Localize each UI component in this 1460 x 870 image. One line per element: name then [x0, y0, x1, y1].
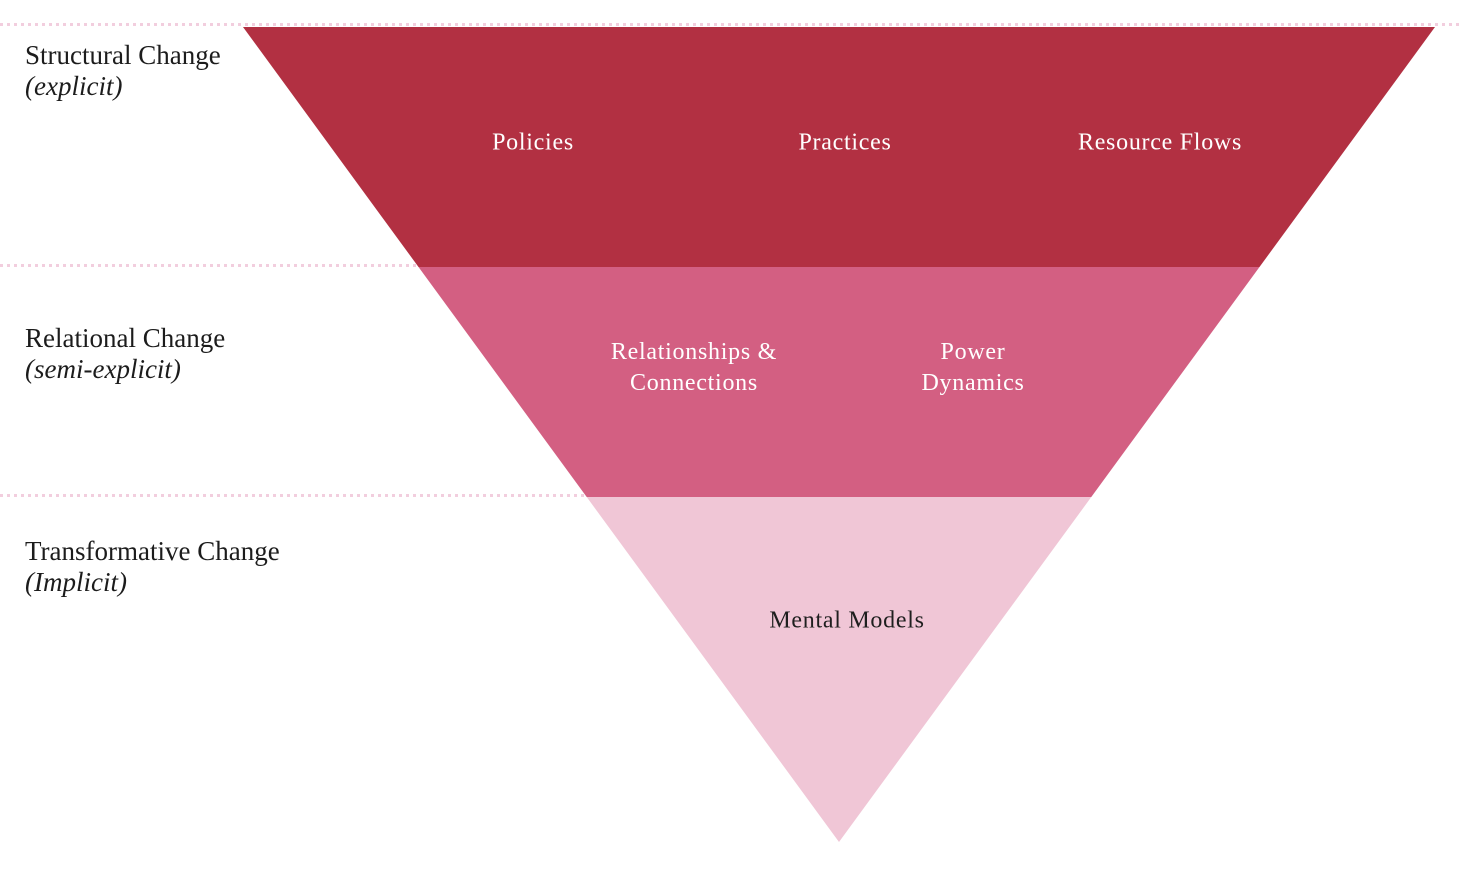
side-label-subtitle: (Implicit)	[25, 567, 127, 597]
item-power-dynamics: Power Dynamics	[921, 339, 1025, 396]
side-label-title: Structural Change	[25, 40, 221, 70]
level-divider-transformative	[0, 494, 586, 497]
side-label-subtitle: (semi-explicit)	[25, 354, 181, 384]
level-divider-structural	[0, 23, 1460, 26]
side-label-structural-change: Structural Change (explicit)	[25, 40, 221, 102]
item-policies: Policies	[492, 129, 574, 156]
side-label-title: Transformative Change	[25, 536, 280, 566]
side-label-relational-change: Relational Change (semi-explicit)	[25, 323, 225, 385]
item-relationships-connections: Relationships & Connections	[610, 339, 778, 396]
item-practices: Practices	[798, 129, 892, 156]
side-label-transformative-change: Transformative Change (Implicit)	[25, 536, 280, 598]
item-mental-models: Mental Models	[769, 607, 925, 634]
band-structural-change	[243, 27, 1435, 267]
side-label-title: Relational Change	[25, 323, 226, 353]
item-resource-flows: Resource Flows	[1077, 129, 1243, 156]
side-label-subtitle: (explicit)	[25, 71, 123, 101]
level-divider-relational	[0, 264, 421, 267]
